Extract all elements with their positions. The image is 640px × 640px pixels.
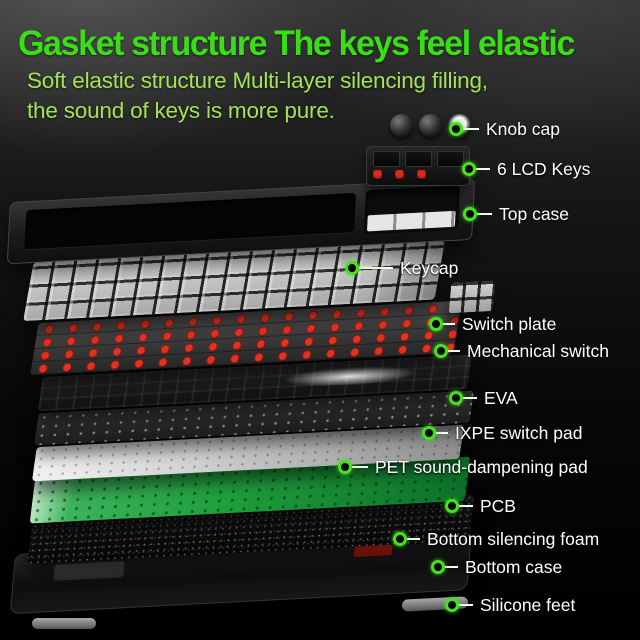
callout-line	[445, 566, 458, 568]
callout-knob-cap: Knob cap	[449, 118, 560, 139]
callout-dot-icon	[429, 317, 443, 331]
callout-silicone-feet: Silicone feet	[445, 594, 576, 615]
callout-line	[476, 168, 490, 170]
top-case-opening	[24, 192, 357, 251]
callout-line	[407, 538, 420, 540]
callout-dot-icon	[422, 426, 436, 440]
lcd-key	[405, 151, 432, 167]
knob-icon	[419, 114, 442, 137]
callout-keycap: Keycap	[345, 257, 459, 278]
switch-icon	[417, 170, 426, 179]
callout-dot-icon	[431, 560, 445, 574]
page-subtitle: Soft elastic structure Multi-layer silen…	[27, 66, 488, 126]
layer-arrow-keycaps	[448, 280, 496, 314]
callout-dot-icon	[445, 499, 459, 513]
callout-label: Bottom case	[465, 556, 563, 577]
callout-dot-icon	[449, 122, 463, 136]
callout-label: 6 LCD Keys	[497, 158, 591, 179]
lcd-key-row	[373, 151, 464, 167]
callout-line	[463, 397, 477, 399]
callout-top-case: Top case	[463, 203, 570, 224]
callout-dot-icon	[345, 261, 359, 275]
callout-line	[443, 323, 455, 325]
callout-label: PET sound-dampening pad	[375, 456, 588, 477]
battery-compartment	[53, 561, 125, 581]
callout-dot-icon	[462, 162, 476, 176]
callout-switch-plate: Switch plate	[429, 313, 557, 334]
top-case-module-bay	[363, 185, 460, 235]
subtitle-line-1: Soft elastic structure Multi-layer silen…	[27, 68, 488, 93]
callout-label: PCB	[480, 495, 516, 516]
callout-label: Switch plate	[462, 313, 557, 334]
callout-label: Keycap	[400, 257, 459, 278]
knob-group	[390, 114, 471, 137]
callout-line	[459, 604, 473, 606]
callout-line	[448, 350, 460, 352]
callout-bottom-case: Bottom case	[431, 556, 563, 577]
subtitle-line-2: the sound of keys is more pure.	[27, 97, 335, 123]
silicone-foot-left	[32, 618, 96, 629]
callout-ixpe-pad: IXPE switch pad	[422, 422, 583, 443]
callout-dot-icon	[338, 460, 352, 474]
callout-label: IXPE switch pad	[455, 422, 583, 443]
page-title: Gasket structure The keys feel elastic	[18, 24, 575, 63]
callout-dot-icon	[445, 598, 459, 612]
lcd-key	[437, 151, 464, 167]
callout-line	[436, 432, 448, 434]
callout-dot-icon	[393, 532, 407, 546]
callout-label: EVA	[484, 387, 518, 408]
callout-dot-icon	[434, 344, 448, 358]
callout-label: Knob cap	[486, 118, 560, 139]
callout-mechanical-switch: Mechanical switch	[434, 340, 609, 361]
callout-bottom-foam: Bottom silencing foam	[393, 528, 600, 549]
callout-line	[477, 213, 492, 215]
switch-icon	[373, 170, 382, 179]
callout-label: Mechanical switch	[467, 340, 609, 361]
lcd-switch-row	[373, 170, 426, 179]
knob-icon	[390, 114, 413, 137]
callout-line	[352, 466, 368, 468]
switch-icon	[395, 170, 404, 179]
callout-label: Top case	[499, 203, 570, 224]
callout-label: Silicone feet	[480, 594, 576, 615]
callout-dot-icon	[449, 391, 463, 405]
callout-dot-icon	[463, 207, 477, 221]
callout-pcb: PCB	[445, 495, 516, 516]
callout-label: Bottom silencing foam	[427, 528, 600, 549]
callout-line	[463, 128, 479, 130]
callout-lcd-keys: 6 LCD Keys	[462, 158, 591, 179]
white-keycaps	[366, 210, 456, 232]
lcd-keys-module	[366, 146, 470, 186]
callout-eva: EVA	[449, 387, 518, 408]
callout-pet-pad: PET sound-dampening pad	[338, 456, 588, 477]
callout-line	[359, 267, 393, 269]
lcd-key	[373, 151, 400, 167]
callout-line	[459, 505, 473, 507]
